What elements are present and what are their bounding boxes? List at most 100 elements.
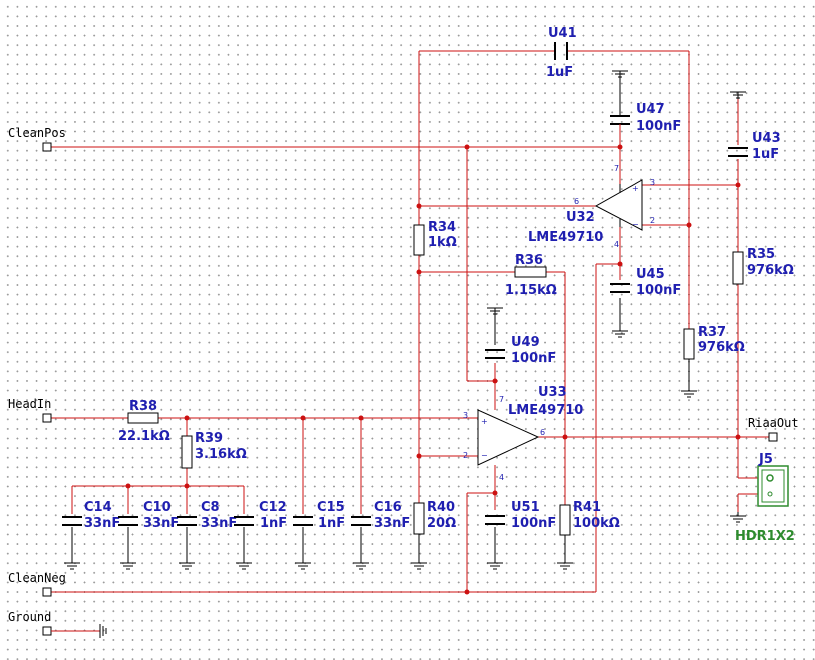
r39-value: 3.16kΩ xyxy=(195,447,247,462)
net-label-headin: HeadIn xyxy=(8,397,51,411)
r40-ref: R40 xyxy=(427,500,455,515)
ground-icon xyxy=(179,527,195,570)
c8-value: 33nF xyxy=(201,516,237,531)
resistor-r38[interactable]: R38 22.1kΩ xyxy=(118,399,170,444)
capacitor-c14[interactable]: C14 33nF xyxy=(62,500,120,531)
c15-value: 1nF xyxy=(318,516,345,531)
capacitor-u45[interactable]: U45 100nF xyxy=(610,267,681,298)
resistor-r36[interactable]: R36 1.15kΩ xyxy=(505,253,557,298)
net-port-ground[interactable]: Ground xyxy=(8,610,107,638)
net-label-cleanpos: CleanPos xyxy=(8,126,66,140)
ground-icon xyxy=(557,535,573,570)
opamp-u32[interactable]: + − 3 2 6 7 4 U32 LME49710 xyxy=(528,164,655,249)
u43-ref: U43 xyxy=(752,131,781,146)
u32-pin4: 4 xyxy=(614,240,619,249)
c14-ref: C14 xyxy=(84,500,112,515)
r37-ref: R37 xyxy=(698,325,726,340)
capacitor-u47[interactable]: U47 100nF xyxy=(610,85,681,147)
net-port-headin[interactable]: HeadIn xyxy=(8,397,52,423)
net-port-cleanneg[interactable]: CleanNeg xyxy=(8,571,66,597)
net-port-cleanpos[interactable]: CleanPos xyxy=(8,126,66,152)
u43-value: 1uF xyxy=(752,147,779,162)
c12-value: 1nF xyxy=(260,516,287,531)
u33-pin3: 3 xyxy=(463,411,468,420)
ground-icon xyxy=(236,527,252,570)
u51-value: 100nF xyxy=(511,516,556,531)
u33-pin6: 6 xyxy=(540,428,545,437)
ground-icon xyxy=(681,359,697,398)
capacitor-c16[interactable]: C16 33nF xyxy=(351,500,410,531)
r40-value: 20Ω xyxy=(427,516,456,531)
u49-value: 100nF xyxy=(511,351,556,366)
connector-j5[interactable]: J5 HDR1X2 xyxy=(735,452,795,544)
u32-part: LME49710 xyxy=(528,230,603,245)
u41-ref: U41 xyxy=(548,26,577,41)
u32-pin7: 7 xyxy=(614,164,619,173)
r38-value: 22.1kΩ xyxy=(118,429,170,444)
opamp-u33[interactable]: + − 3 2 6 7 4 U33 LME49710 xyxy=(463,385,583,482)
c15-ref: C15 xyxy=(317,500,345,515)
resistor-r41[interactable]: R41 100kΩ xyxy=(559,500,620,536)
u32-pin6: 6 xyxy=(574,197,579,206)
resistor-r40[interactable]: R40 20Ω xyxy=(413,500,456,535)
u49-ref: U49 xyxy=(511,335,540,350)
r41-value: 100kΩ xyxy=(573,516,620,531)
capacitor-u51[interactable]: U51 100nF xyxy=(485,500,556,531)
net-label-riaaout: RiaaOut xyxy=(748,416,799,430)
u47-value: 100nF xyxy=(636,119,681,134)
ground-icon xyxy=(353,527,369,570)
c16-ref: C16 xyxy=(374,500,402,515)
u45-value: 100nF xyxy=(636,283,681,298)
c16-value: 33nF xyxy=(374,516,410,531)
ground-icon xyxy=(295,527,311,570)
capacitor-c8[interactable]: C8 33nF xyxy=(177,500,237,531)
capacitor-u43[interactable]: U43 1uF xyxy=(728,131,781,162)
ground-icon xyxy=(487,307,503,345)
net-port-riaaout[interactable]: RiaaOut xyxy=(748,416,799,442)
resistor-r39[interactable]: R39 3.16kΩ xyxy=(181,431,247,469)
capacitor-u41[interactable]: U41 1uF xyxy=(546,26,577,80)
ground-icon xyxy=(612,70,628,85)
u32-minus-sign: − xyxy=(632,220,639,229)
r36-ref: R36 xyxy=(515,253,543,268)
ground-icon xyxy=(120,527,136,570)
u33-pin2: 2 xyxy=(463,451,468,460)
capacitor-c15[interactable]: C15 1nF xyxy=(293,500,345,531)
c10-value: 33nF xyxy=(143,516,179,531)
resistor-r37[interactable]: R37 976kΩ xyxy=(683,325,745,360)
resistor-r35[interactable]: R35 976kΩ xyxy=(732,247,794,285)
wires xyxy=(47,50,769,593)
u45-ref: U45 xyxy=(636,267,665,282)
u32-ref: U32 xyxy=(566,210,595,225)
c14-value: 33nF xyxy=(84,516,120,531)
resistor-r34[interactable]: R34 1kΩ xyxy=(413,220,457,256)
u41-value: 1uF xyxy=(546,65,573,80)
u47-ref: U47 xyxy=(636,102,665,117)
capacitor-c12[interactable]: C12 1nF xyxy=(234,500,287,531)
net-label-ground: Ground xyxy=(8,610,51,624)
c12-ref: C12 xyxy=(259,500,287,515)
r35-value: 976kΩ xyxy=(747,263,794,278)
u32-pin2: 2 xyxy=(650,216,655,225)
u33-pin4: 4 xyxy=(499,473,504,482)
ground-icon xyxy=(487,527,503,570)
r34-ref: R34 xyxy=(428,220,456,235)
r35-ref: R35 xyxy=(747,247,775,262)
u33-pin7: 7 xyxy=(499,395,504,404)
ground-icon xyxy=(411,534,427,570)
r38-ref: R38 xyxy=(129,399,157,414)
ground-icon xyxy=(730,512,746,523)
c8-ref: C8 xyxy=(201,500,220,515)
capacitor-u49[interactable]: U49 100nF xyxy=(485,335,556,366)
capacitor-c10[interactable]: C10 33nF xyxy=(118,500,179,531)
j5-ref: J5 xyxy=(758,452,773,467)
u51-ref: U51 xyxy=(511,500,540,515)
ground-symbols xyxy=(64,70,746,570)
r39-ref: R39 xyxy=(195,431,223,446)
u32-pin3: 3 xyxy=(650,178,655,187)
r34-value: 1kΩ xyxy=(428,235,457,250)
net-label-cleanneg: CleanNeg xyxy=(8,571,66,585)
j5-part: HDR1X2 xyxy=(735,529,795,544)
ground-icon xyxy=(64,527,80,570)
